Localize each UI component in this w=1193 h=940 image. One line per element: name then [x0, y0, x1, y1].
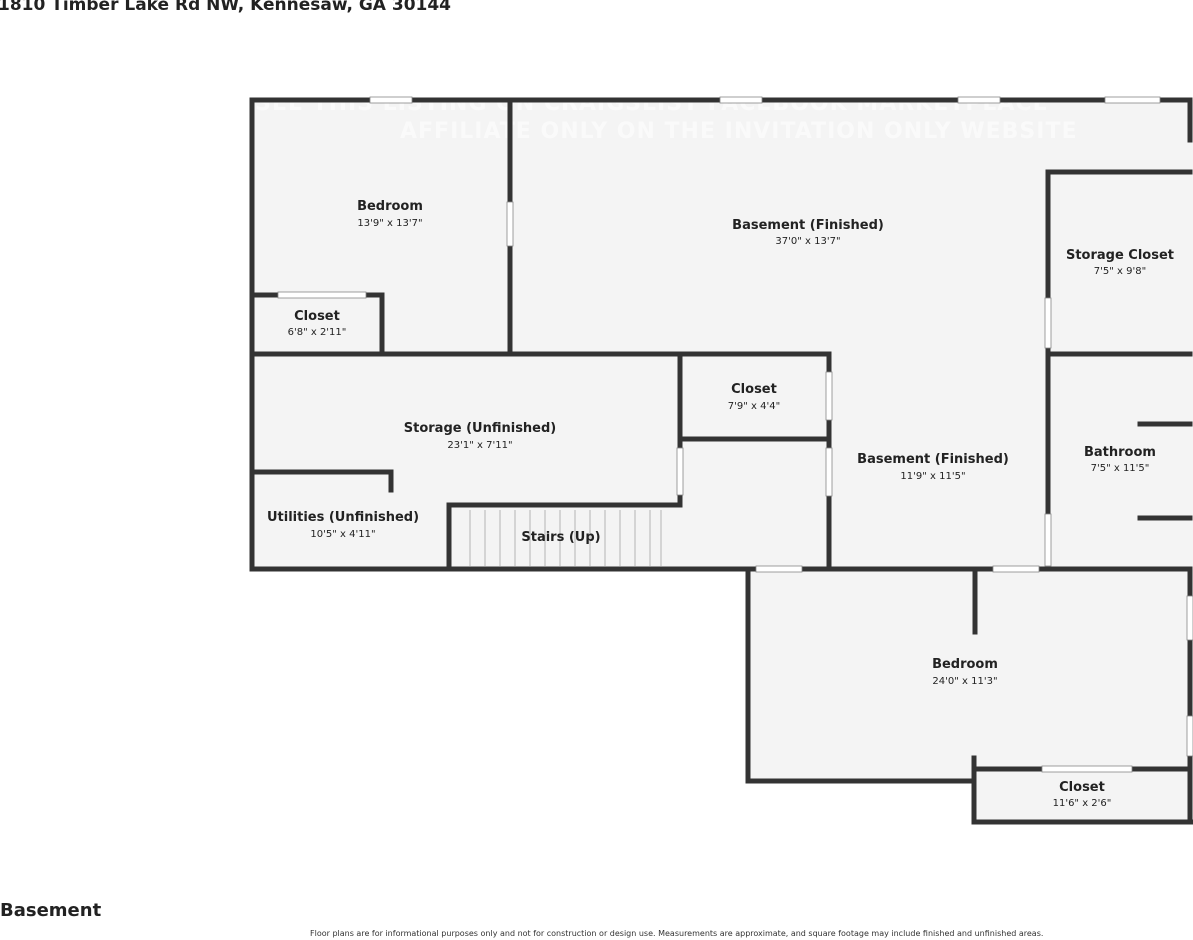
openings — [277, 96, 1193, 773]
room-closet-1: Closet 6'8" x 2'11" — [288, 309, 347, 338]
room-dimensions: 6'8" x 2'11" — [288, 327, 347, 338]
room-dimensions: 10'5" x 4'11" — [310, 529, 375, 540]
room-basement-2: Basement (Finished) 11'9" x 11'5" — [857, 452, 1009, 482]
room-storage: Storage (Unfinished) 23'1" x 7'11" — [404, 421, 557, 451]
room-name: Utilities (Unfinished) — [267, 510, 419, 525]
room-dimensions: 13'9" x 13'7" — [357, 218, 422, 229]
room-dimensions: 7'5" x 9'8" — [1094, 266, 1146, 277]
room-name: Basement (Finished) — [732, 218, 884, 233]
room-bathroom: Bathroom 7'5" x 11'5" — [1084, 445, 1156, 474]
room-name: Bedroom — [932, 657, 998, 672]
room-storage-closet: Storage Closet 7'5" x 9'8" — [1066, 248, 1174, 277]
room-basement-1: Basement (Finished) 37'0" x 13'7" — [732, 218, 884, 247]
floor-fill — [252, 100, 1193, 822]
room-name: Storage Closet — [1066, 248, 1174, 263]
disclaimer-text: Floor plans are for informational purpos… — [310, 929, 1044, 938]
room-dimensions: 7'9" x 4'4" — [728, 401, 780, 412]
room-dimensions: 37'0" x 13'7" — [775, 236, 840, 247]
room-dimensions: 24'0" x 11'3" — [932, 676, 997, 687]
room-name: Closet — [731, 382, 777, 397]
watermark: SEE THIS LISTING ON CRAIGSLIST FACEBOOK … — [255, 91, 1077, 144]
room-utilities: Utilities (Unfinished) 10'5" x 4'11" — [267, 510, 419, 540]
room-name: Closet — [1059, 780, 1105, 795]
room-closet-3: Closet 11'6" x 2'6" — [1053, 780, 1112, 809]
room-dimensions: 7'5" x 11'5" — [1091, 463, 1150, 474]
room-dimensions: 23'1" x 7'11" — [447, 440, 512, 451]
watermark-line-1: SEE THIS LISTING ON CRAIGSLIST FACEBOOK … — [255, 91, 1049, 116]
room-dimensions: 11'9" x 11'5" — [900, 471, 965, 482]
floor-plan: SEE THIS LISTING ON CRAIGSLIST FACEBOOK … — [249, 91, 1193, 825]
room-dimensions: 11'6" x 2'6" — [1053, 798, 1112, 809]
room-stairs: Stairs (Up) — [521, 530, 600, 545]
room-name: Stairs (Up) — [521, 530, 600, 545]
room-bedroom-2: Bedroom 24'0" x 11'3" — [932, 657, 998, 687]
stairs-treads — [469, 510, 662, 566]
floor-name: Basement — [0, 900, 102, 921]
listing-address: 1810 Timber Lake Rd NW, Kennesaw, GA 301… — [0, 0, 452, 15]
room-closet-2: Closet 7'9" x 4'4" — [728, 382, 780, 412]
room-name: Closet — [294, 309, 340, 324]
room-name: Storage (Unfinished) — [404, 421, 557, 436]
room-name: Basement (Finished) — [857, 452, 1009, 467]
room-bedroom-1: Bedroom 13'9" x 13'7" — [357, 199, 423, 229]
room-name: Bathroom — [1084, 445, 1156, 460]
watermark-line-2: AFFILIATE ONLY ON THE INVITATION ONLY WE… — [400, 119, 1077, 144]
room-name: Bedroom — [357, 199, 423, 214]
